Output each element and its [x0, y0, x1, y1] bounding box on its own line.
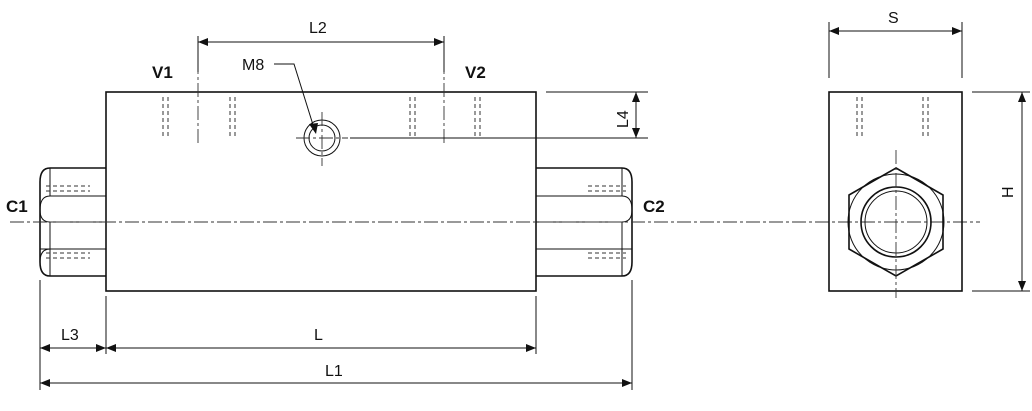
dim-l2 [197, 36, 445, 72]
m8-hole [274, 63, 348, 166]
label-v2: V2 [465, 63, 486, 82]
label-l: L [314, 327, 323, 344]
side-view [10, 36, 980, 390]
dim-bottom [39, 280, 633, 390]
label-l2: L2 [309, 20, 327, 37]
port-bores [162, 60, 481, 146]
label-h: H [1000, 186, 1017, 198]
label-l3: L3 [61, 327, 79, 344]
dim-h [972, 91, 1030, 292]
end-view-body [828, 91, 963, 292]
dim-s [828, 22, 963, 78]
label-l1: L1 [325, 363, 343, 380]
label-c1: C1 [6, 197, 28, 216]
label-l4: L4 [615, 110, 632, 128]
dim-l4 [350, 91, 648, 139]
label-v1: V1 [152, 63, 173, 82]
label-m8: M8 [242, 57, 264, 74]
label-c2: C2 [643, 197, 665, 216]
label-s: S [888, 10, 899, 27]
valve-body [105, 91, 537, 292]
end-view [828, 22, 1030, 298]
